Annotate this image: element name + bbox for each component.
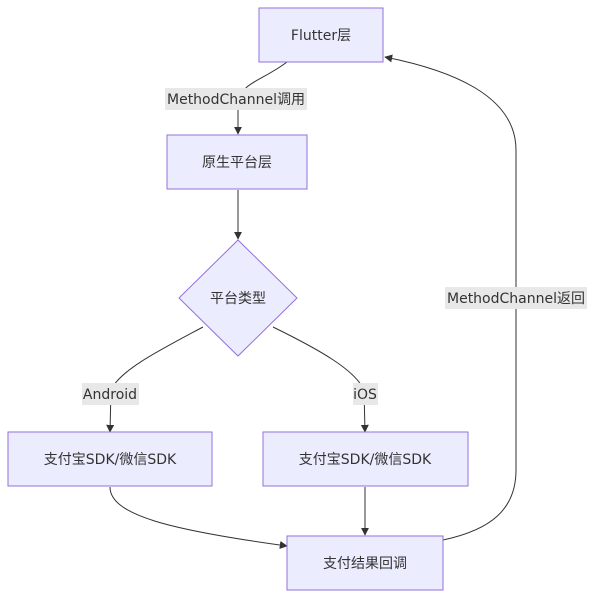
svg-text:iOS: iOS (353, 387, 377, 403)
svg-text:支付结果回调: 支付结果回调 (323, 556, 407, 572)
svg-text:Android: Android (83, 387, 137, 403)
edge-decision-to-android (106, 326, 204, 433)
edge-decision-to-ios (272, 326, 369, 433)
node-ios-sdk: 支付宝SDK/微信SDK (262, 431, 469, 487)
node-android-sdk: 支付宝SDK/微信SDK (7, 431, 213, 487)
edge-label-android: Android (82, 383, 139, 405)
edge-android-to-callback (109, 486, 288, 549)
svg-text:原生平台层: 原生平台层 (202, 155, 272, 171)
edge-label-methodchannel-call: MethodChannel调用 (165, 88, 307, 110)
node-platform-type-decision: 平台类型 (178, 239, 298, 357)
node-flutter-layer: Flutter层 (258, 7, 384, 63)
node-native-platform-layer: 原生平台层 (166, 134, 308, 190)
svg-text:Flutter层: Flutter层 (291, 28, 351, 44)
node-payment-callback: 支付结果回调 (286, 535, 444, 591)
svg-text:平台类型: 平台类型 (210, 291, 266, 307)
svg-text:MethodChannel返回: MethodChannel返回 (447, 291, 585, 307)
svg-text:支付宝SDK/微信SDK: 支付宝SDK/微信SDK (44, 452, 177, 468)
edge-label-ios: iOS (353, 383, 378, 405)
edge-label-methodchannel-return: MethodChannel返回 (445, 287, 587, 309)
svg-text:MethodChannel调用: MethodChannel调用 (167, 92, 305, 108)
svg-text:支付宝SDK/微信SDK: 支付宝SDK/微信SDK (299, 452, 432, 468)
edge-callback-to-flutter (384, 54, 517, 541)
